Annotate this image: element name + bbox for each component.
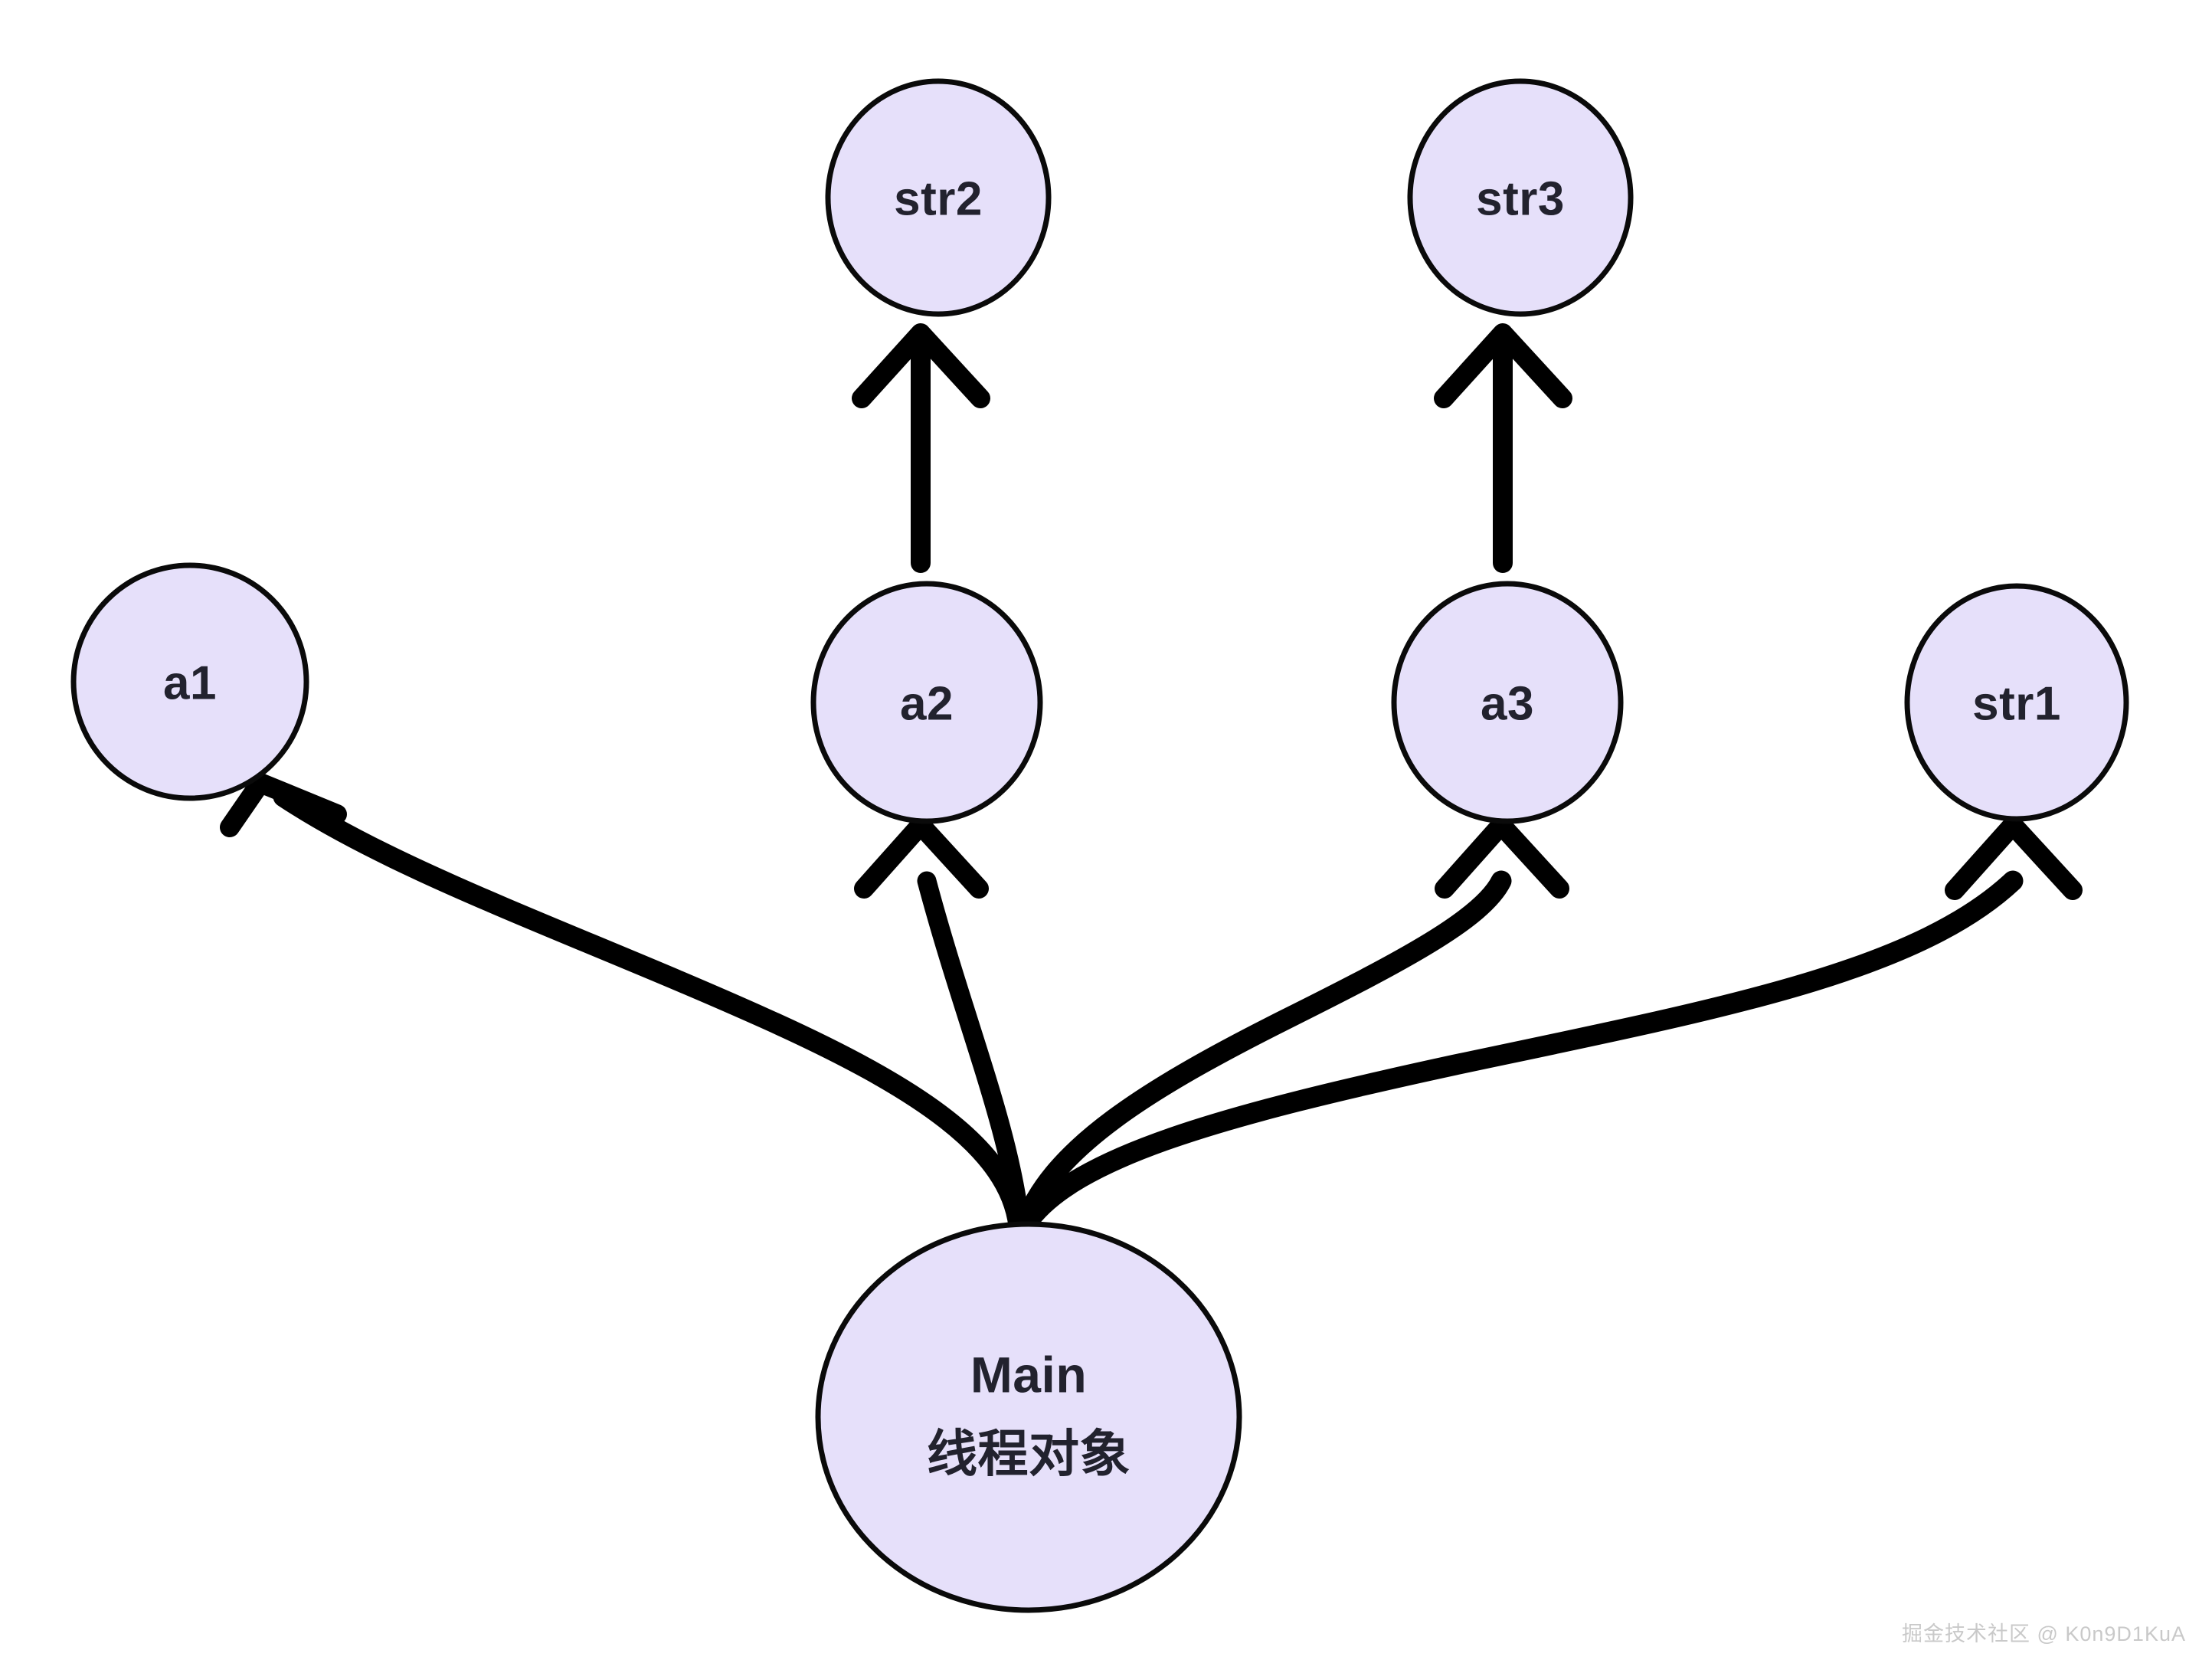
edge-a2-to-str2 [852,323,990,573]
node-str1[interactable]: str1 [1904,583,2129,822]
node-str3[interactable]: str3 [1407,78,1634,317]
edge-a3-to-str3 [1434,323,1572,573]
node-str3-label: str3 [1476,172,1565,225]
edge-main-to-str1 [1016,815,2083,1235]
watermark: 掘金技术社区 @ K0n9D1KuA [1901,1622,2186,1645]
node-a1-label: a1 [163,656,217,709]
edge-main-to-str1-arrowhead [1945,815,2083,900]
node-str1-label: str1 [1972,677,2061,730]
node-a2-shape[interactable] [810,581,1043,824]
edge-main-to-str1-line [1016,870,2024,1235]
node-main[interactable]: Main 线程对象 [815,1221,1242,1613]
edge-main-to-a3 [1014,815,1569,1235]
node-str1-shape[interactable] [1904,583,2129,822]
edge-main-to-a2-line [917,871,1030,1234]
node-a2[interactable]: a2 [810,581,1043,824]
node-main-sublabel: 线程对象 [927,1425,1131,1481]
node-str2[interactable]: str2 [825,78,1052,317]
edge-main-to-a2 [854,815,1030,1234]
node-str2-shape[interactable] [825,78,1052,317]
node-main-shape[interactable] [815,1221,1242,1613]
node-main-label: Main [970,1346,1087,1403]
node-layer: str2 str3 a1 a2 a3 str1 [70,78,2129,1613]
node-str3-shape[interactable] [1407,78,1634,317]
edge-layer [220,323,2083,1236]
node-a1-shape[interactable] [70,562,309,801]
edge-main-to-a1-arrowhead [220,773,347,837]
edge-a2-to-str2-arrowhead [852,323,990,408]
node-a3-shape[interactable] [1391,581,1624,824]
node-str2-label: str2 [894,172,983,225]
edge-main-to-a3-line [1014,870,1512,1235]
edge-main-to-a3-arrowhead [1435,815,1569,899]
node-a3-label: a3 [1481,677,1534,730]
edge-main-to-a1-line [273,786,1029,1236]
edge-main-to-a2-arrowhead [854,815,989,899]
edge-a3-to-str3-arrowhead [1434,323,1572,408]
edge-main-to-a1 [220,773,1029,1236]
node-a3[interactable]: a3 [1391,581,1624,824]
node-a2-label: a2 [900,677,954,730]
node-a1[interactable]: a1 [70,562,309,801]
